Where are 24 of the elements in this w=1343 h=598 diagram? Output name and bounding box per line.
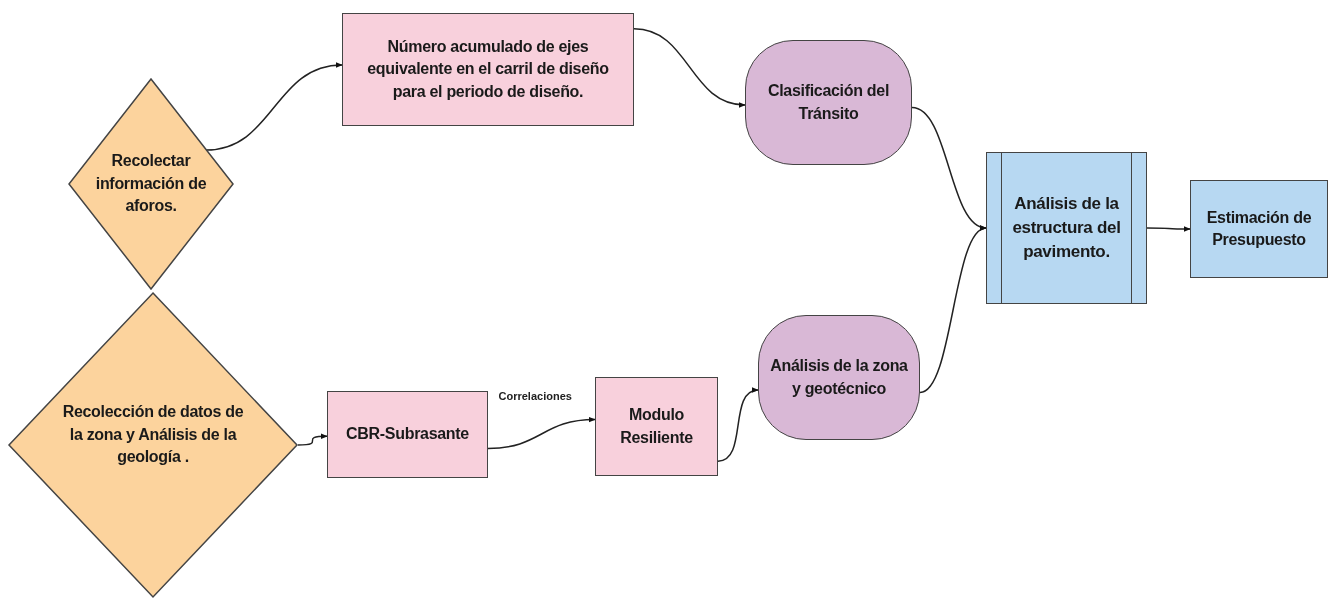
edge-label: Correlaciones [497,389,573,402]
arrow [919,227,987,394]
process-box [595,377,718,476]
terminal-shape [745,40,912,165]
process-box [1190,180,1328,278]
node-text: Estimación de Presupuesto [1205,207,1313,250]
arrow [633,28,746,108]
subprocess-box [986,152,1147,304]
node-text: Análisis de la estructura del pavimento. [1011,193,1122,263]
terminal-shape [758,315,920,440]
node-text: Recolección de datos de la zona y Análisis de la geología . [61,402,245,468]
node-text: CBR-Subrasante [345,424,470,445]
decision-diamond [68,78,234,290]
node-text: Modulo Resiliente [619,405,694,448]
process-box [327,391,488,478]
node-text: Clasificación del Tránsito [766,81,891,124]
arrow [487,417,596,450]
arrow [1146,226,1191,232]
process-box [342,13,634,126]
arrow [297,433,328,446]
arrow [717,388,759,462]
node-text: Recolectar información de aforos. [94,151,208,217]
node-text: Número acumulado de ejes equivalente en el carril de diseño para el periodo de diseño. [366,36,610,102]
node-text: Análisis de la zona y geotécnico [769,356,909,399]
